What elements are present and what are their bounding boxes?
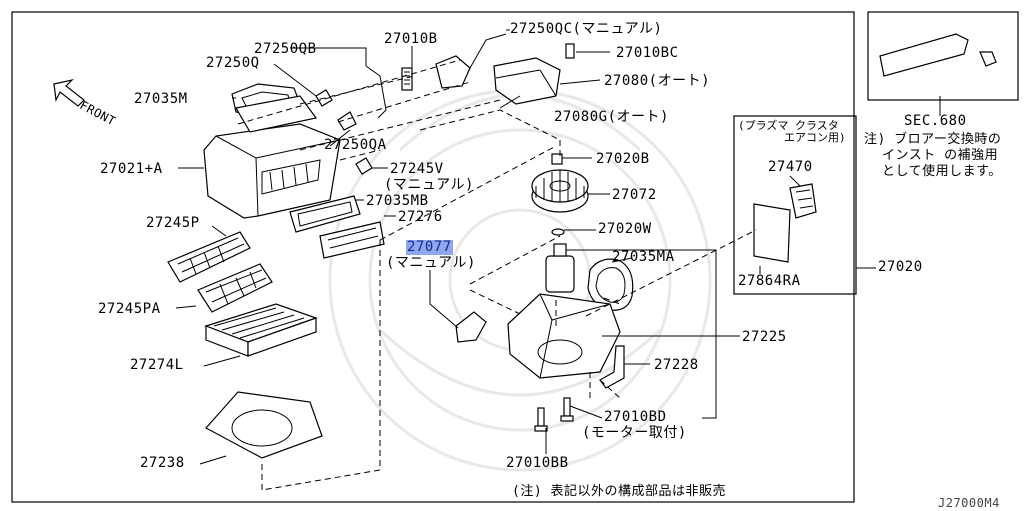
- part-27228: [599, 345, 625, 389]
- part-27245PA: [197, 263, 273, 313]
- label-note-line2: インスト の補強用: [882, 148, 999, 163]
- label-note-line3: として使用します。: [882, 164, 1002, 179]
- part-27080: [493, 57, 561, 105]
- diagram-code: J27000M4: [938, 496, 1000, 510]
- label-27020B: 27020B: [596, 151, 650, 167]
- part-27238: [205, 391, 323, 459]
- label-27864RA: 27864RA: [738, 273, 801, 289]
- part-27225: [507, 293, 621, 379]
- part-27274L: [204, 303, 318, 357]
- label-27470: 27470: [768, 159, 813, 175]
- label-27274L: 27274L: [130, 357, 184, 373]
- label-27080G: 27080G(オート): [554, 109, 669, 125]
- part-27864RA: [753, 203, 791, 263]
- part-27245V: [355, 157, 373, 175]
- label-27250Q: 27250Q: [206, 55, 260, 71]
- main-frame: [11, 11, 855, 503]
- front-arrow: [53, 78, 85, 107]
- label-motor: (モーター取付): [582, 425, 687, 441]
- label-27021A: 27021+A: [100, 161, 163, 177]
- label-27020W: 27020W: [598, 221, 652, 237]
- part-27470: [789, 183, 817, 219]
- part-27035MB: [289, 195, 361, 233]
- part-27010BD: [560, 397, 574, 422]
- label-27250QA: 27250QA: [324, 137, 387, 153]
- part-27077: [455, 311, 487, 343]
- label-plasma-line2: エアコン用): [784, 131, 846, 144]
- plasma-frame: [733, 115, 857, 295]
- part-27010BC: [565, 43, 575, 59]
- label-plasma-line1: (プラズマ クラスタ: [738, 119, 839, 132]
- part-27072: [531, 169, 589, 213]
- label-27010BC: 27010BC: [616, 45, 679, 61]
- label-27245V: 27245V: [390, 161, 444, 177]
- label-27010B: 27010B: [384, 31, 438, 47]
- label-27035MA: 27035MA: [612, 249, 675, 265]
- label-27276: 27276: [398, 209, 443, 225]
- label-note-line1: 注) ブロアー交換時の: [864, 132, 1002, 147]
- label-27010BB: 27010BB: [506, 455, 569, 471]
- label-27250QB: 27250QB: [254, 41, 317, 57]
- label-27035MB: 27035MB: [366, 193, 429, 209]
- label-27072: 27072: [612, 187, 657, 203]
- label-27238: 27238: [140, 455, 185, 471]
- part-27010BB: [534, 407, 548, 432]
- label-27250QC: 27250QC(マニュアル): [510, 21, 663, 37]
- part-27020W: [551, 228, 565, 236]
- part-27250QA: [337, 111, 357, 131]
- part-27250QB: [365, 65, 387, 119]
- label-27080: 27080(オート): [604, 73, 711, 89]
- sec680-frame: [867, 11, 1019, 101]
- label-manual1: (マニュアル): [384, 177, 474, 193]
- part-27021A: [203, 95, 341, 219]
- part-27276: [319, 221, 385, 259]
- label-27228: 27228: [654, 357, 699, 373]
- label-27225: 27225: [742, 329, 787, 345]
- label-sec680: SEC.680: [904, 113, 967, 129]
- label-27010BD: 27010BD: [604, 409, 667, 425]
- label-manual2: (マニュアル): [386, 255, 476, 271]
- label-27035M: 27035M: [134, 91, 188, 107]
- sec680-bracket: [879, 33, 997, 77]
- label-27245PA: 27245PA: [98, 301, 161, 317]
- part-27020B: [551, 153, 563, 165]
- label-27020: 27020: [878, 259, 923, 275]
- blower-motor: [545, 243, 575, 293]
- footnote: (注) 表記以外の構成部品は非販売: [512, 484, 726, 499]
- label-27245P: 27245P: [146, 215, 200, 231]
- part-27010B: [401, 67, 413, 91]
- label-27077[interactable]: 27077: [406, 239, 453, 255]
